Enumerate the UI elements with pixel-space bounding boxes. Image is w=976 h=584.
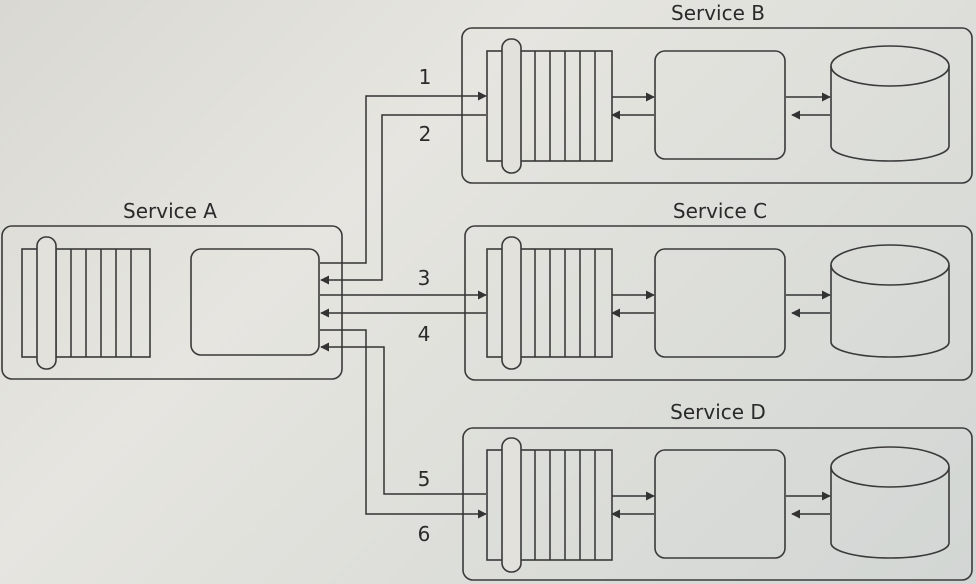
service-b-queue xyxy=(486,38,613,174)
service-a xyxy=(1,225,343,380)
service-c-processor xyxy=(654,248,786,358)
connection-1-label: 1 xyxy=(419,65,432,89)
service-c-label: Service C xyxy=(673,199,767,223)
service-d-queue xyxy=(486,437,613,573)
service-a-queue xyxy=(21,236,151,370)
connection-2-label: 2 xyxy=(419,122,432,146)
service-d-container xyxy=(462,427,973,581)
connection-2-arrow xyxy=(320,114,486,285)
connection-3-label: 3 xyxy=(418,266,431,290)
connection-6-label: 6 xyxy=(418,522,431,546)
service-b xyxy=(461,27,973,184)
service-b-label: Service B xyxy=(671,1,765,25)
service-d-database xyxy=(830,446,950,559)
connection-5-arrow xyxy=(320,329,487,519)
connection-4-label: 4 xyxy=(418,322,431,346)
service-a-container xyxy=(1,225,343,380)
service-a-processor xyxy=(190,248,320,356)
service-b-processor xyxy=(654,50,786,160)
service-c-queue xyxy=(486,236,613,370)
service-b-database xyxy=(830,45,950,162)
service-c-container xyxy=(464,225,973,381)
service-c xyxy=(464,225,973,381)
connection-1-arrow xyxy=(320,91,487,264)
service-b-container xyxy=(461,27,973,184)
service-d-processor xyxy=(654,449,786,559)
service-a-label: Service A xyxy=(123,199,217,223)
service-c-database xyxy=(830,244,950,358)
connection-5-label: 5 xyxy=(418,467,431,491)
service-d-label: Service D xyxy=(670,400,766,424)
connection-6-arrow xyxy=(320,342,486,495)
service-d xyxy=(462,427,973,581)
